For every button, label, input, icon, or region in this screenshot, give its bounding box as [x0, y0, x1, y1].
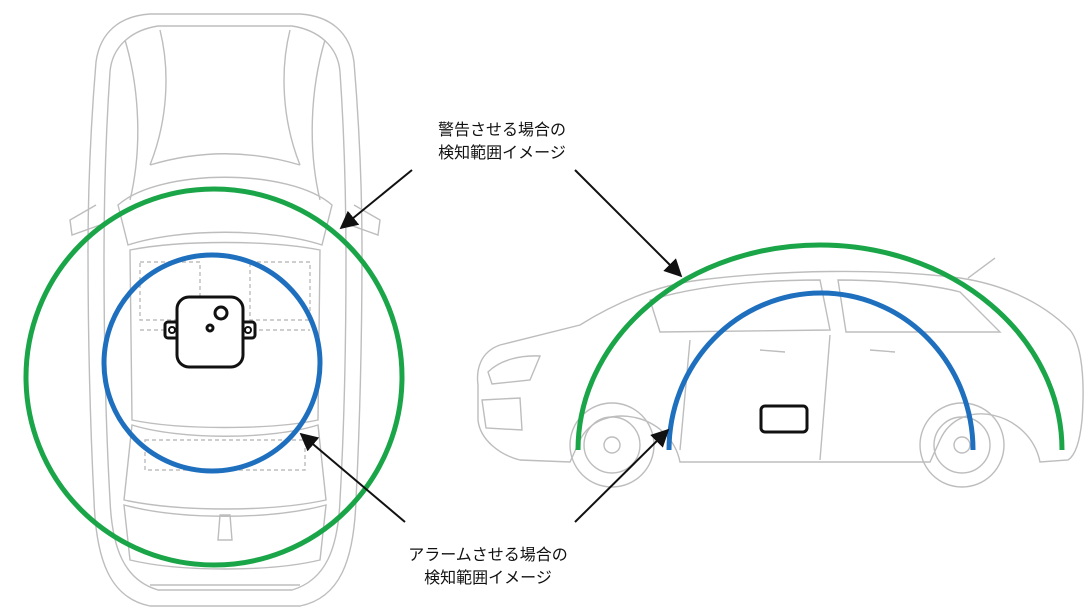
car-top-rear-emblem — [217, 514, 233, 541]
alarm-range-circle-top — [101, 252, 323, 474]
sensor-right-tab-hole — [244, 326, 252, 334]
car-side-front-wheel-hub — [603, 436, 621, 454]
car-side-headlight — [487, 355, 542, 385]
warning-arrow-to-side-arc — [574, 169, 683, 278]
car-top-roof — [129, 241, 321, 429]
car-side-rear-wheel-rim — [933, 416, 991, 474]
car-side-door-lines — [679, 334, 896, 461]
car-top-body-outline — [87, 13, 363, 607]
car-side-rear-wheel-hub — [953, 436, 971, 454]
warning-range-circle-top — [23, 186, 405, 568]
alarm-range-label-line2: 検知範囲イメージ — [424, 568, 552, 587]
sensor-small-hole — [205, 323, 215, 333]
warning-arrow-to-top-circle — [339, 169, 413, 230]
sensor-left-tab-hole — [168, 326, 176, 334]
warning-range-label-line2: 検知範囲イメージ — [438, 143, 566, 162]
sensor-unit-side — [759, 404, 809, 434]
car-side-rear-wheel — [919, 402, 1005, 488]
car-top-rear-window — [123, 424, 327, 510]
alarm-arrow-to-top-circle — [299, 432, 406, 523]
alarm-range-label: アラームさせる場合の 検知範囲イメージ — [378, 543, 598, 589]
warning-range-label-line1: 警告させる場合の — [437, 120, 566, 139]
car-side-windows — [649, 279, 1002, 333]
alarm-range-arc-side — [666, 290, 976, 451]
car-side-front-wheel-rim — [583, 416, 641, 474]
car-side-antenna — [967, 257, 996, 279]
car-side-grille — [481, 397, 523, 431]
warning-range-arc-side — [575, 242, 1065, 451]
car-top-mirror-left — [69, 204, 101, 236]
car-side-view — [476, 257, 1084, 488]
car-top-inner-outline — [103, 25, 347, 591]
sensor-large-hole — [213, 305, 229, 321]
sensor-unit-top — [163, 295, 257, 369]
car-top-mirror-right — [349, 204, 381, 236]
car-top-view — [69, 13, 381, 607]
alarm-range-label-line1: アラームさせる場合の — [408, 545, 568, 564]
alarm-arrow-to-side-arc — [574, 428, 670, 523]
warning-range-label: 警告させる場合の 検知範囲イメージ — [402, 118, 602, 164]
car-top-hood-lines — [124, 29, 326, 201]
